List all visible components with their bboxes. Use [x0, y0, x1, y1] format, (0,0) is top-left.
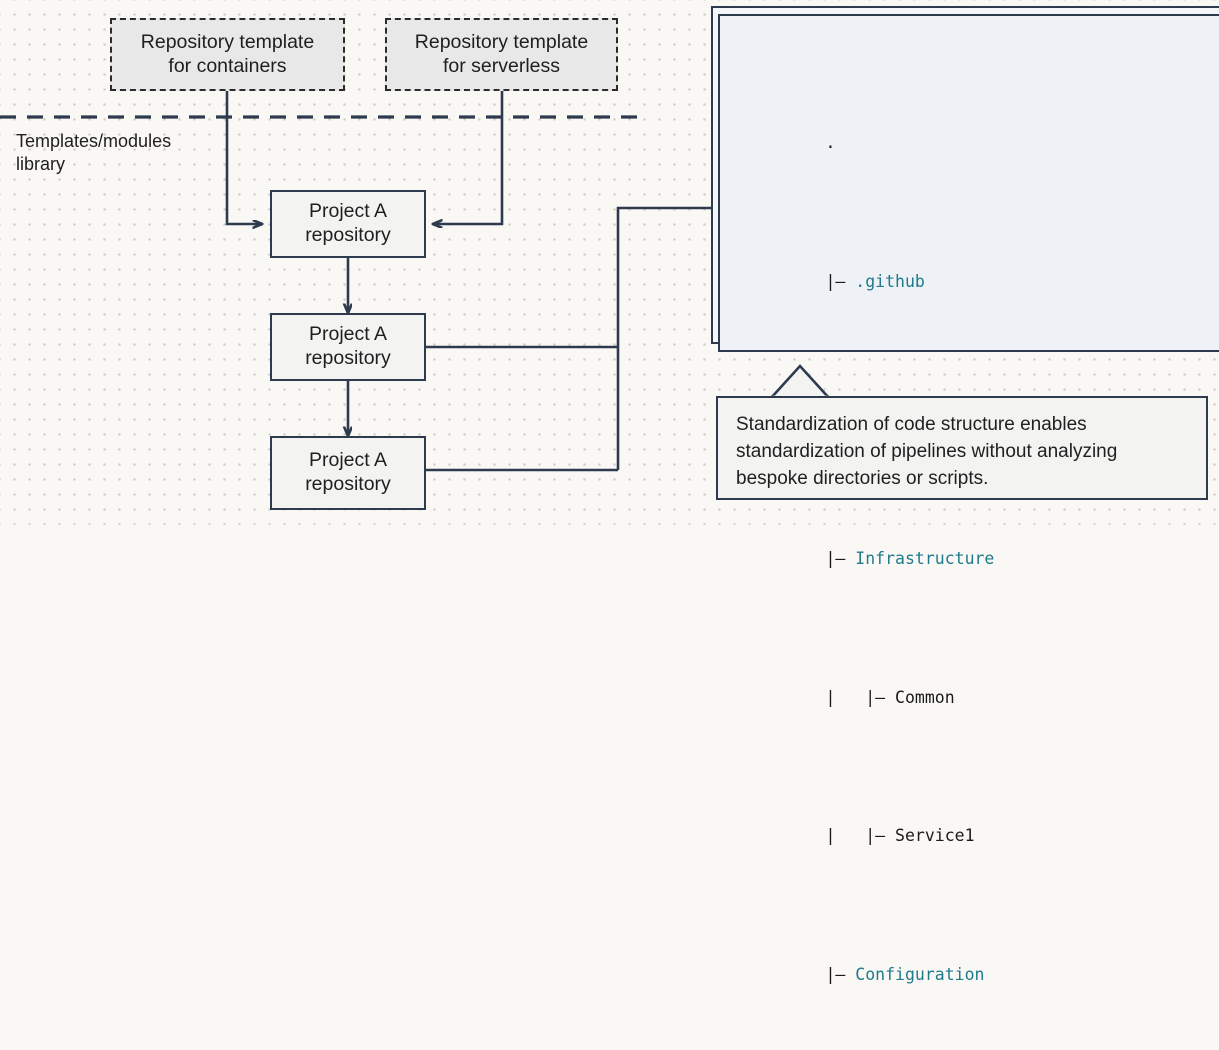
callout-box: Standardization of code structure enable…	[716, 396, 1208, 500]
tree-line: |— Infrastructure	[746, 517, 1219, 600]
tree-line: |— Configuration	[746, 933, 1219, 1016]
tree-prefix: .	[825, 133, 836, 153]
repo-box-2-label: Project A repository	[305, 323, 391, 369]
tree-name: .github	[855, 271, 925, 291]
tree-line: | |— Common	[746, 656, 1219, 739]
callout-text: Standardization of code structure enable…	[736, 414, 1118, 489]
tree-prefix: | |—	[825, 826, 896, 846]
tree-prefix: |—	[825, 548, 856, 568]
repo-box-3-label: Project A repository	[305, 449, 391, 495]
tree-line: .	[746, 101, 1219, 184]
library-divider-label: Templates/modules library	[16, 131, 172, 174]
repo-box-1[interactable]: Project A repository	[270, 190, 426, 258]
repo-tree-card[interactable]: . |— .github | |— workflows |— Infrastru…	[718, 14, 1219, 984]
tree-name: Infrastructure	[855, 548, 995, 568]
connector-containers-to-repo	[225, 91, 262, 224]
tree-name: Service1	[895, 826, 975, 846]
tree-line: | |— Service1	[746, 794, 1219, 877]
tree-line: |— .github	[746, 240, 1219, 323]
connector-bus-trunk-to-tree	[616, 206, 718, 470]
repo-tree-listing: . |— .github | |— workflows |— Infrastru…	[746, 46, 1219, 1050]
repo-box-1-label: Project A repository	[305, 200, 391, 246]
template-box-containers-label: Repository template for containers	[140, 30, 315, 77]
template-box-containers[interactable]: Repository template for containers	[110, 18, 345, 91]
template-box-serverless[interactable]: Repository template for serverless	[385, 18, 618, 91]
tree-name: Configuration	[855, 964, 985, 984]
template-box-serverless-label: Repository template for serverless	[414, 30, 589, 77]
tree-prefix: |—	[825, 964, 856, 984]
repo-box-3[interactable]: Project A repository	[270, 436, 426, 510]
tree-prefix: |—	[825, 271, 856, 291]
tree-name: Common	[895, 687, 955, 707]
connector-serverless-to-repo	[433, 91, 504, 224]
diagram-canvas: Repository template for containers Repos…	[0, 0, 1219, 984]
repo-box-2[interactable]: Project A repository	[270, 313, 426, 381]
tree-prefix: | |—	[825, 687, 896, 707]
